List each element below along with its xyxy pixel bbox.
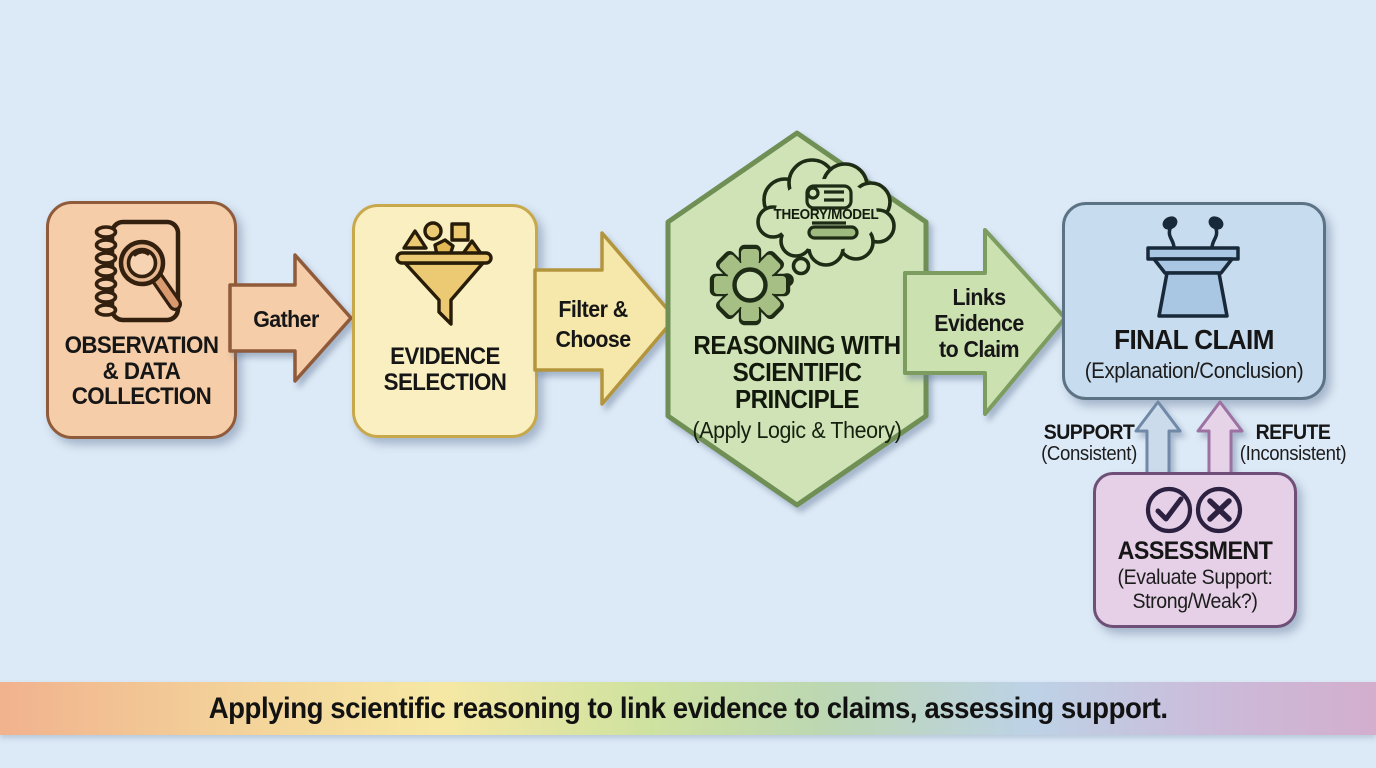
links-evidence-arrow [903, 228, 1067, 416]
reasoning-title: REASONING WITH SCIENTIFIC PRINCIPLE [693, 330, 901, 414]
theory-model-label: THEORY/MODEL [773, 206, 879, 223]
check-and-cross-icon [1145, 486, 1243, 534]
caption-banner: Applying scientific reasoning to link ev… [0, 682, 1376, 735]
refute-arrow-sublabel: (Inconsistent) [1239, 443, 1347, 465]
assessment-title: ASSESSMENT [1117, 537, 1273, 565]
final-claim-box [1062, 202, 1326, 400]
gear-icon [709, 244, 791, 326]
refute-arrow-label: REFUTE [1255, 421, 1331, 444]
assessment-box [1093, 472, 1297, 628]
podium-icon [1146, 216, 1240, 318]
support-arrow-sublabel: (Consistent) [1041, 443, 1137, 465]
evidence-selection-title: EVIDENCE SELECTION [383, 343, 507, 396]
observation-title: OBSERVATION & DATA COLLECTION [64, 332, 219, 410]
cross-icon [1195, 486, 1243, 534]
reasoning-hexagon [665, 130, 929, 508]
funnel-icon [395, 221, 493, 326]
filter-choose-arrow [533, 231, 677, 406]
assessment-subtitle: (Evaluate Support: Strong/Weak?) [1117, 566, 1273, 613]
scroll-icon [805, 184, 859, 240]
gather-arrow [228, 253, 353, 383]
links-evidence-arrow-label: Links Evidence to Claim [934, 284, 1024, 362]
check-icon [1145, 486, 1193, 534]
caption-text: Applying scientific reasoning to link ev… [208, 691, 1168, 725]
reasoning-subtitle: (Apply Logic & Theory) [692, 417, 902, 443]
filter-choose-arrow-label: Filter & Choose [555, 296, 631, 352]
notebook-magnifier-icon [94, 219, 182, 323]
final-claim-title: FINAL CLAIM [1114, 324, 1274, 355]
gather-arrow-label: Gather [253, 306, 319, 332]
support-arrow-label: SUPPORT [1043, 421, 1135, 444]
final-claim-subtitle: (Explanation/Conclusion) [1084, 358, 1304, 383]
